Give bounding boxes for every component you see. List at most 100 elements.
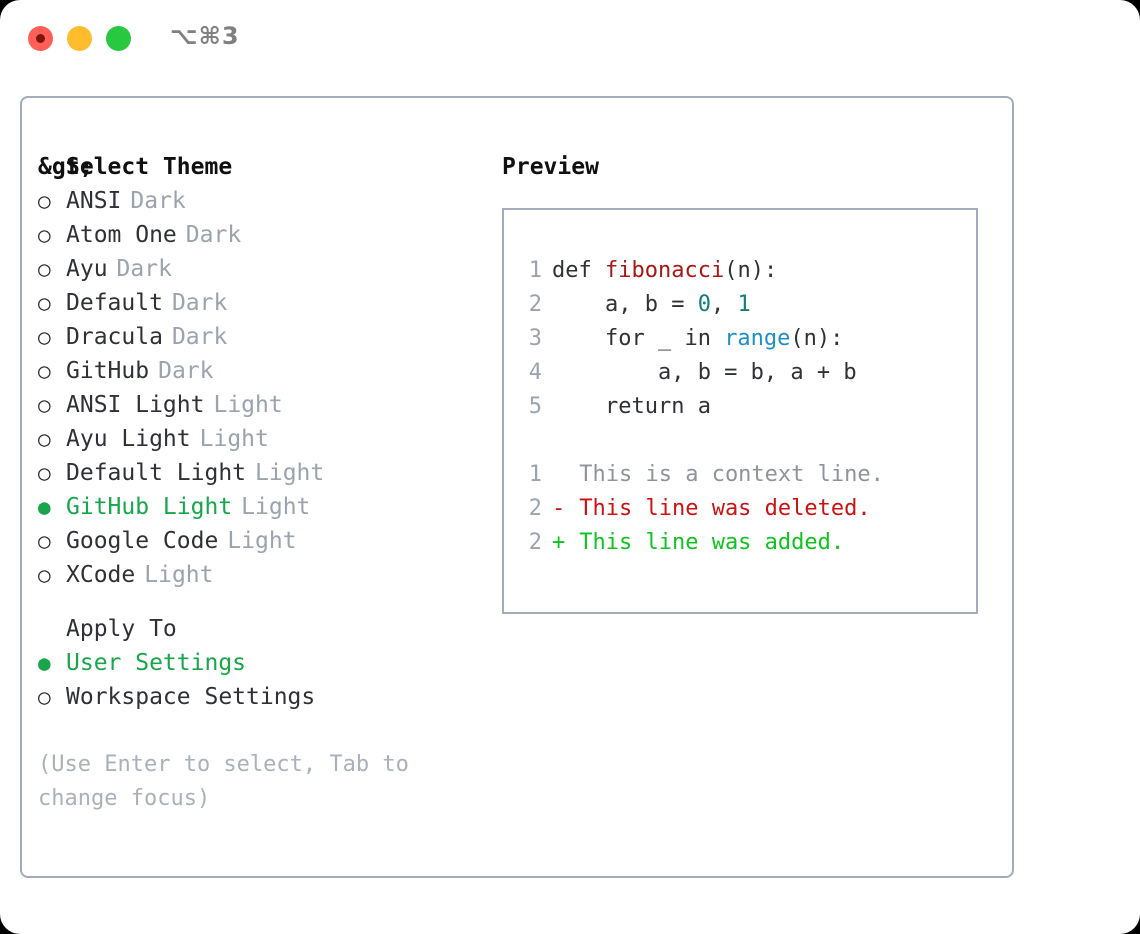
select-theme-header: &gt; Select Theme	[38, 150, 478, 184]
code-token: a, b = b, a + b	[552, 360, 857, 385]
theme-list-item[interactable]: ○ Ayu Light Light	[38, 422, 478, 456]
apply-to-list: ●User Settings ○ Workspace Settings	[38, 646, 478, 714]
maximize-window-icon[interactable]	[106, 26, 131, 51]
code-token: fibonacci	[604, 258, 725, 283]
theme-variant-label: Dark	[185, 222, 242, 248]
theme-name-label: Atom One	[66, 222, 177, 248]
code-token: 1	[737, 292, 751, 317]
theme-list-item[interactable]: ○ Default Dark	[38, 286, 478, 320]
line-number: 2	[528, 496, 542, 521]
theme-list-item[interactable]: ○ GitHub Dark	[38, 354, 478, 388]
theme-variant-label: Dark	[171, 290, 228, 316]
title-bar: ⌥⌘3	[0, 0, 1140, 78]
theme-variant-label: Light	[255, 460, 325, 486]
theme-variant-label: Light	[144, 562, 214, 588]
code-line: 3 for _ in range(n):	[520, 322, 976, 356]
keyboard-shortcut-label: ⌥⌘3	[170, 22, 240, 50]
line-number: 2	[528, 530, 542, 555]
apply-to-marker-placeholder: ○	[38, 612, 66, 646]
diff-line-text: This is a context line.	[552, 462, 884, 487]
radio-unselected-icon: ○	[38, 529, 51, 553]
radio-unselected-icon: ○	[38, 393, 51, 417]
code-line: 2 a, b = 0, 1	[520, 288, 976, 322]
radio-unselected-icon: ○	[38, 461, 51, 485]
radio-selected-icon: ●	[38, 651, 51, 675]
theme-name-label: ANSI Light	[66, 392, 205, 418]
diff-line: 2 - This line was deleted.	[520, 492, 976, 526]
code-line: 1 def fibonacci(n):	[520, 254, 976, 288]
theme-name-label: GitHub	[66, 358, 150, 384]
select-theme-title: Select Theme	[66, 154, 233, 180]
theme-name-label: Google Code	[66, 528, 219, 554]
apply-to-item[interactable]: ●User Settings	[38, 646, 478, 680]
theme-name-label: Default Light	[66, 460, 247, 486]
theme-list-item[interactable]: ● GitHub Light Light	[38, 490, 478, 524]
line-number: 1	[528, 258, 542, 283]
theme-variant-label: Light	[199, 426, 269, 452]
theme-name-label: Default	[66, 290, 163, 316]
preview-title: Preview	[502, 154, 599, 180]
radio-unselected-icon: ○	[38, 291, 51, 315]
code-token: ,	[710, 292, 738, 317]
diff-line: 2 + This line was added.	[520, 526, 976, 560]
radio-unselected-icon: ○	[38, 427, 51, 451]
code-token: def	[552, 258, 605, 283]
radio-unselected-icon: ○	[38, 223, 51, 247]
code-line: 4 a, b = b, a + b	[520, 356, 976, 390]
radio-unselected-icon: ○	[38, 325, 51, 349]
theme-list-item[interactable]: ○ Google Code Light	[38, 524, 478, 558]
theme-list-item[interactable]: ○ Default Light Light	[38, 456, 478, 490]
prompt-caret-icon: &gt;	[38, 154, 94, 180]
radio-unselected-icon: ○	[38, 257, 51, 281]
code-token: range	[724, 326, 791, 351]
theme-variant-label: Dark	[171, 324, 228, 350]
apply-to-label: Workspace Settings	[66, 684, 316, 710]
line-number: 2	[528, 292, 542, 317]
theme-name-label: ANSI	[66, 188, 122, 214]
theme-variant-label: Light	[227, 528, 297, 554]
code-token: (n):	[724, 258, 778, 283]
code-token: 0	[697, 292, 711, 317]
theme-list-item[interactable]: ○ ANSI Light Light	[38, 388, 478, 422]
theme-list-item[interactable]: ○ Atom One Dark	[38, 218, 478, 252]
keyboard-hint-text: (Use Enter to select, Tab to change focu…	[38, 752, 409, 811]
theme-list-item[interactable]: ○ XCode Light	[38, 558, 478, 592]
radio-unselected-icon: ○	[38, 563, 51, 587]
radio-unselected-icon: ○	[38, 359, 51, 383]
theme-variant-label: Dark	[158, 358, 214, 384]
diff-sign: +	[552, 530, 566, 555]
theme-variant-label: Dark	[130, 188, 186, 214]
apply-to-item[interactable]: ○ Workspace Settings	[38, 680, 478, 714]
line-number: 4	[528, 360, 542, 385]
radio-selected-icon: ●	[38, 495, 51, 519]
code-token: (n):	[790, 326, 844, 351]
code-token: return a	[552, 394, 711, 419]
line-number: 5	[528, 394, 542, 419]
section-spacer	[38, 592, 478, 612]
minimize-window-icon[interactable]	[67, 26, 92, 51]
apply-to-title: Apply To	[66, 616, 177, 642]
line-number: 1	[528, 462, 542, 487]
theme-variant-label: Light	[213, 392, 283, 418]
diff-line-text: + This line was added.	[552, 530, 844, 555]
preview-gap	[520, 424, 976, 458]
close-window-icon[interactable]	[28, 26, 53, 51]
radio-unselected-icon: ○	[38, 685, 51, 709]
theme-variant-label: Light	[241, 494, 311, 520]
theme-name-label: XCode	[66, 562, 136, 588]
diff-sign: -	[552, 496, 566, 521]
theme-name-label: GitHub Light	[66, 494, 233, 520]
apply-to-header: ○ Apply To	[38, 612, 478, 646]
diff-line-text: - This line was deleted.	[552, 496, 871, 521]
theme-name-label: Ayu	[66, 256, 108, 282]
theme-name-label: Ayu Light	[66, 426, 191, 452]
